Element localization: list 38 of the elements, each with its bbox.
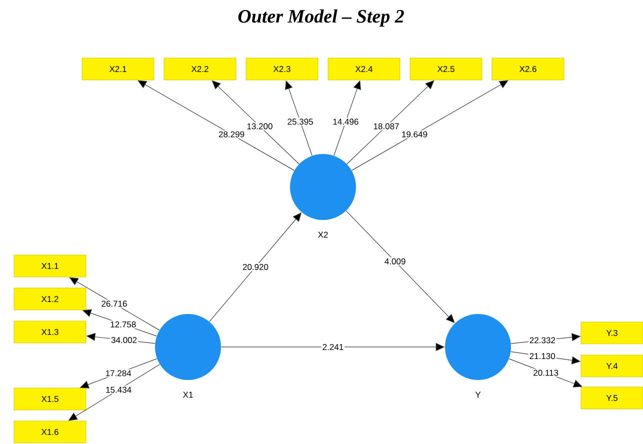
arrow xyxy=(346,80,434,164)
indicator-box: Y.5 xyxy=(580,386,643,410)
indicator-box: X1.5 xyxy=(14,388,86,410)
node-label: Y xyxy=(475,392,481,398)
indicator-box: X1.3 xyxy=(14,320,86,344)
arrow xyxy=(69,277,160,330)
indicator-box: X2.1 xyxy=(82,58,154,80)
indicator-box: Y.4 xyxy=(580,354,643,378)
edge-label: 19.649 xyxy=(400,130,428,138)
indicator-box: X2.4 xyxy=(328,58,400,80)
indicator-box: Y.3 xyxy=(580,322,643,344)
edge-label: 25.395 xyxy=(286,118,314,126)
edge-label: 20.113 xyxy=(532,368,560,377)
indicator-box: X1.2 xyxy=(14,288,86,310)
edge-label: 18.087 xyxy=(372,122,400,130)
edge-label: 21.130 xyxy=(528,352,556,360)
edge-label: 15.434 xyxy=(104,386,133,394)
indicator-box: X2.3 xyxy=(246,58,318,80)
indicator-box: X2.5 xyxy=(410,58,482,80)
indicator-box: X1.6 xyxy=(14,420,86,444)
edge-label: 28.299 xyxy=(218,130,246,138)
node-label: X2 xyxy=(318,232,328,238)
edge-label: 20.920 xyxy=(242,262,270,271)
indicator-box: X2.2 xyxy=(164,58,236,80)
edge-label: 4.009 xyxy=(383,257,407,266)
title: Outer Model – Step 2 xyxy=(238,9,404,27)
indicator-box: X2.6 xyxy=(492,58,564,80)
edge-label: 12.758 xyxy=(109,320,138,328)
arrow xyxy=(212,80,300,164)
edge-label: 22.332 xyxy=(528,336,556,344)
edge-label: 17.284 xyxy=(104,369,132,378)
edge-label: 26.716 xyxy=(100,300,128,308)
edge-label: 34.002 xyxy=(110,336,138,344)
edge-label: 14.496 xyxy=(332,118,360,126)
edge-label: 13.200 xyxy=(246,122,274,130)
node-label: X1 xyxy=(182,392,193,398)
indicator-box: X1.1 xyxy=(14,254,86,278)
edge-label: 2.241 xyxy=(321,343,345,351)
